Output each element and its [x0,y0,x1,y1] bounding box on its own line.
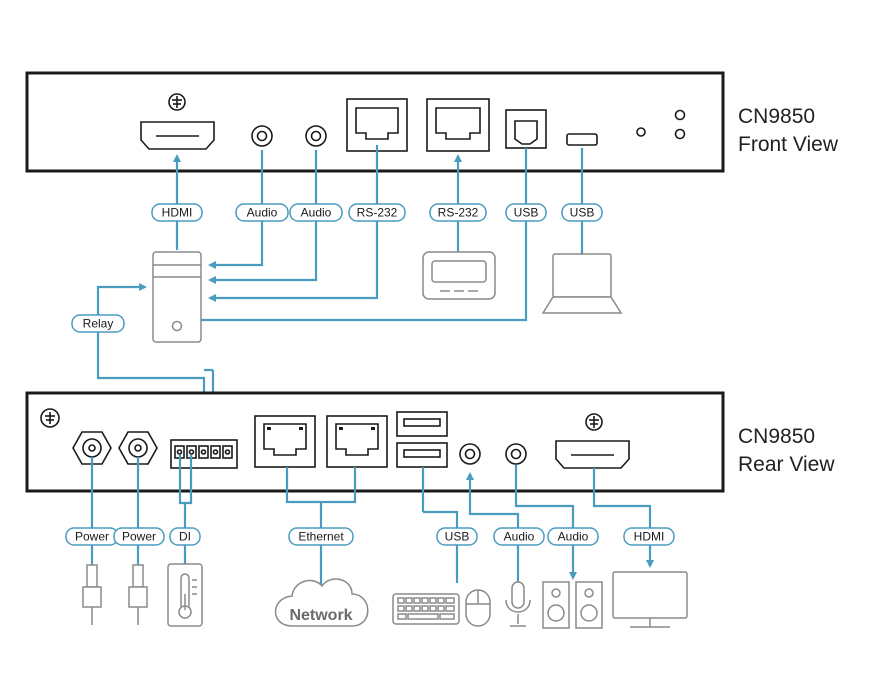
front-led-indicators [636,109,686,140]
front-model-title: CN9850 [738,105,815,128]
front-view-title: Front View [738,133,839,156]
rear-power-label-1: Power [65,527,119,546]
thermometer-sensor-icon [167,563,203,627]
svg-text:HDMI: HDMI [634,530,665,544]
rear-ethernet-label: Ethernet [288,527,354,546]
front-usb-label-2: USB [561,203,603,222]
rear-di-label: DI [169,527,201,546]
svg-text:Audio: Audio [301,206,332,220]
rear-audio-label-2: Audio [547,527,599,546]
network-cloud-icon: Network [274,578,369,627]
svg-text:Power: Power [122,530,156,544]
front-rs232-port-2 [426,98,490,152]
keyboard-icon [392,593,460,625]
rear-usb-label: USB [436,527,478,546]
svg-text:USB: USB [445,530,470,544]
front-wires [173,145,584,322]
svg-text:Audio: Audio [504,530,535,544]
monitor-icon [612,571,688,628]
front-rs232-label-1: RS-232 [348,203,406,222]
rear-audio-label-1: Audio [493,527,545,546]
front-audio-label-1: Audio [235,203,289,222]
rear-view-title: Rear View [738,453,835,476]
laptop-icon [541,253,623,314]
serial-terminal-icon [422,251,496,300]
front-hdmi-label: HDMI [151,203,203,222]
rear-hdmi-label: HDMI [623,527,675,546]
rear-model-title: CN9850 [738,425,815,448]
svg-text:Audio: Audio [247,206,278,220]
ethernet-port-2 [326,415,388,468]
rear-audio-jack-2 [505,443,527,465]
svg-text:RS-232: RS-232 [438,206,479,220]
svg-text:Power: Power [75,530,109,544]
svg-text:RS-232: RS-232 [357,206,398,220]
front-audio-jack-2 [305,125,327,147]
svg-text:Relay: Relay [83,317,114,331]
ethernet-port-1 [254,415,316,468]
rear-hdmi-ground-icon [585,413,603,431]
front-hdmi-port [140,121,215,150]
mouse-icon [465,589,491,627]
front-audio-label-2: Audio [289,203,343,222]
rear-hdmi-port [555,440,630,469]
svg-text:Audio: Audio [558,530,589,544]
pc-tower-icon [152,251,202,343]
rear-audio-jack-1 [459,443,481,465]
front-micro-usb-port [566,133,598,146]
svg-text:DI: DI [179,530,191,544]
svg-text:Ethernet: Ethernet [298,530,344,544]
svg-text:USB: USB [514,206,539,220]
microphone-icon [505,581,531,627]
relay-label: Relay [71,314,125,333]
rear-power-label-2: Power [113,527,165,546]
front-usb-label-1: USB [505,203,547,222]
power-plug-icon-1 [82,564,102,625]
network-label: Network [289,607,352,624]
front-panel [25,71,725,173]
rear-panel [25,391,725,493]
ground-icon [168,93,186,111]
power-plug-icon-2 [128,564,148,625]
svg-text:USB: USB [570,206,595,220]
terminal-block [170,439,238,469]
rear-wires [90,455,654,590]
front-rs232-label-2: RS-232 [429,203,487,222]
svg-text:HDMI: HDMI [162,206,193,220]
rear-ground-icon [40,408,60,428]
speakers-icon [542,581,603,629]
front-audio-jack-1 [251,125,273,147]
